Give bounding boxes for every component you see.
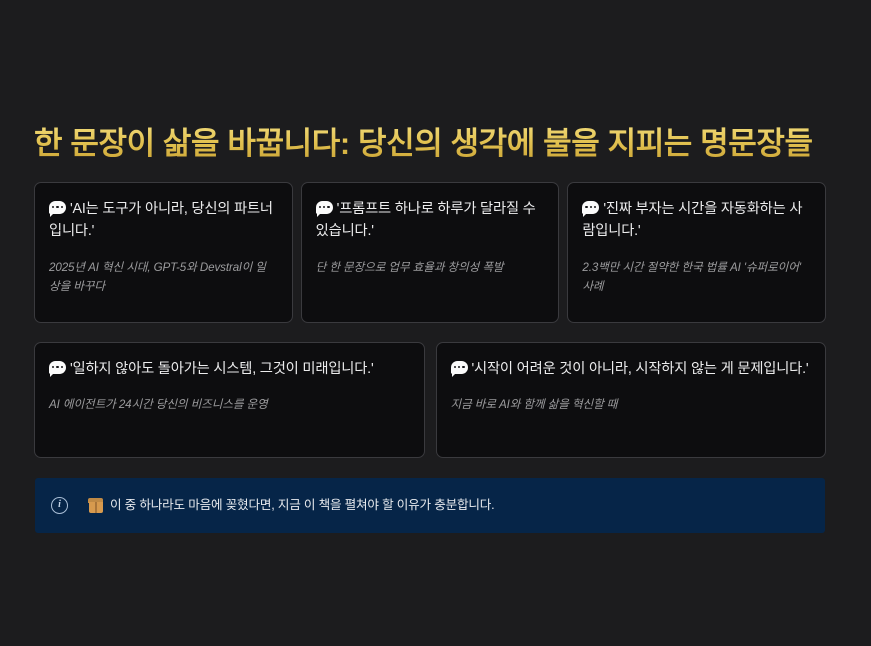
quote-card[interactable]: '진짜 부자는 시간을 자동화하는 사람입니다.' 2.3백만 시간 절약한 한… [567, 182, 827, 323]
page-title: 한 문장이 삶을 바꿉니다: 당신의 생각에 불을 지피는 명문장들 [34, 125, 834, 164]
info-banner: i 이 중 하나라도 마음에 꽂혔다면, 지금 이 책을 펼쳐야 할 이유가 충… [35, 478, 825, 533]
quote-card-row-2: '일하지 않아도 돌아가는 시스템, 그것이 미래입니다.' AI 에이전트가 … [34, 342, 826, 458]
quote-text: '시작이 어려운 것이 아니라, 시작하지 않는 게 문제입니다.' [471, 361, 809, 377]
speech-bubble-icon [582, 201, 600, 217]
quote-text: 'AI는 도구가 아니라, 당신의 파트너입니다.' [49, 201, 273, 239]
quote-subtitle: AI 에이전트가 24시간 당신의 비즈니스를 운영 [49, 397, 268, 411]
quote-subtitle: 지금 바로 AI와 함께 삶을 혁신할 때 [450, 397, 618, 411]
speech-bubble-icon [49, 201, 66, 217]
quote-text: '프롬프트 하나로 하루가 달라질 수 있습니다.' [315, 201, 536, 239]
quote-subtitle: 2025년 AI 혁신 시대, GPT-5와 Devstral이 일상을 바꾸다 [49, 261, 266, 294]
info-circle-icon: i [51, 497, 68, 514]
quote-text-wrapper: '프롬프트 하나로 하루가 달라질 수 있습니다.' [315, 199, 543, 242]
quote-card[interactable]: '프롬프트 하나로 하루가 달라질 수 있습니다.' 단 한 문장으로 업무 효… [300, 182, 560, 323]
quote-text-wrapper: '진짜 부자는 시간을 자동화하는 사람입니다.' [582, 199, 809, 242]
quote-card[interactable]: '일하지 않아도 돌아가는 시스템, 그것이 미래입니다.' AI 에이전트가 … [34, 342, 425, 458]
quote-subtitle: 단 한 문장으로 업무 효율과 창의성 폭발 [315, 261, 504, 275]
quote-card-row-1: 'AI는 도구가 아니라, 당신의 파트너입니다.' 2025년 AI 혁신 시… [34, 182, 827, 323]
quote-card[interactable]: '시작이 어려운 것이 아니라, 시작하지 않는 게 문제입니다.' 지금 바로… [435, 342, 826, 458]
speech-bubble-icon [450, 361, 468, 377]
quote-text-wrapper: '시작이 어려운 것이 아니라, 시작하지 않는 게 문제입니다.' [450, 359, 810, 381]
package-icon [88, 497, 103, 514]
info-banner-text: 이 중 하나라도 마음에 꽂혔다면, 지금 이 책을 펼쳐야 할 이유가 충분합… [110, 497, 495, 512]
speech-bubble-icon [315, 201, 333, 217]
quote-subtitle: 2.3백만 시간 절약한 한국 법률 AI '슈퍼로이어' 사례 [582, 261, 801, 294]
speech-bubble-icon [49, 361, 66, 377]
quote-card[interactable]: 'AI는 도구가 아니라, 당신의 파트너입니다.' 2025년 AI 혁신 시… [34, 182, 293, 323]
quote-text-wrapper: 'AI는 도구가 아니라, 당신의 파트너입니다.' [49, 199, 276, 242]
quote-text: '일하지 않아도 돌아가는 시스템, 그것이 미래입니다.' [70, 361, 374, 377]
quote-text: '진짜 부자는 시간을 자동화하는 사람입니다.' [582, 201, 803, 239]
quote-card-grid: 'AI는 도구가 아니라, 당신의 파트너입니다.' 2025년 AI 혁신 시… [34, 182, 827, 458]
quote-text-wrapper: '일하지 않아도 돌아가는 시스템, 그것이 미래입니다.' [49, 359, 408, 381]
